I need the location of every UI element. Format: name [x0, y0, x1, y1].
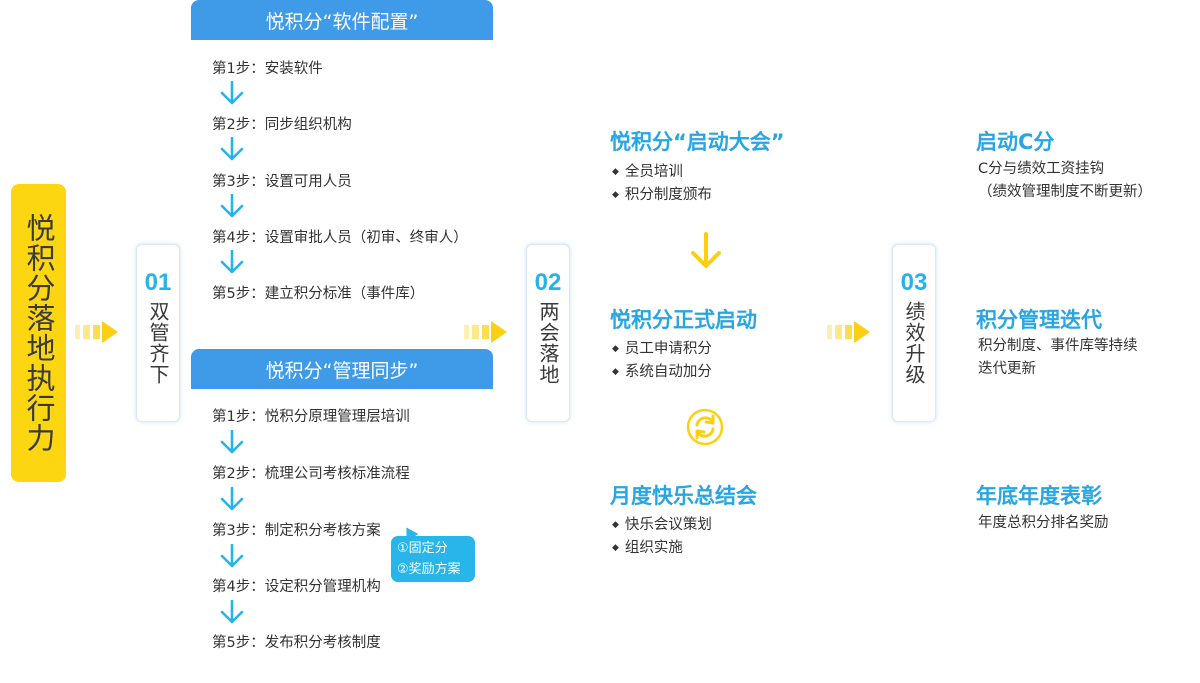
management-step-4: 第4步：设定积分管理机构: [212, 579, 381, 595]
main-title-text: 悦积分落地执行力: [22, 213, 56, 453]
launch-title: 悦积分正式启动: [610, 308, 757, 332]
stage-number: 02: [534, 269, 562, 296]
software-step-5: 第5步：建立积分标准（事件库）: [212, 286, 425, 302]
stage-card-01: 01 双管齐下: [136, 244, 180, 422]
stage-label: 绩效升级: [902, 301, 926, 385]
iteration-title: 积分管理迭代: [976, 308, 1102, 332]
stage-label: 两会落地: [536, 301, 560, 385]
kickoff-title: 悦积分“启动大会”: [610, 130, 785, 154]
stage-label: 双管齐下: [146, 301, 170, 385]
stage-card-02: 02 两会落地: [526, 244, 570, 422]
main-title: 悦积分落地执行力: [11, 184, 66, 482]
cycle-icon: [686, 408, 724, 446]
annual-text: 年度总积分排名奖励: [978, 515, 1109, 531]
software-step-2: 第2步：同步组织机构: [212, 117, 352, 133]
right-arrow-icon: [75, 319, 131, 345]
management-sync-header: 悦积分“管理同步”: [191, 349, 493, 389]
down-arrow-icon: [220, 194, 244, 218]
down-arrow-icon: [220, 137, 244, 161]
management-step-2: 第2步：梳理公司考核标准流程: [212, 466, 410, 482]
stage-number: 03: [900, 269, 928, 296]
monthly-bullet-1: ◆快乐会议策划: [612, 517, 712, 533]
down-arrow-icon: [220, 81, 244, 105]
launch-bullet-2: ◆系统自动加分: [612, 364, 712, 380]
kickoff-bullet-1: ◆全员培训: [612, 164, 683, 180]
monthly-bullet-2: ◆组织实施: [612, 540, 683, 556]
monthly-title: 月度快乐总结会: [610, 484, 757, 508]
launch-bullet-1: ◆员工申请积分: [612, 341, 712, 357]
software-step-1: 第1步：安装软件: [212, 61, 323, 77]
down-arrow-icon: [220, 430, 244, 454]
software-step-4: 第4步：设置审批人员（初审、终审人）: [212, 230, 468, 246]
note-line-2: ②奖励方案: [397, 562, 461, 577]
software-step-3: 第3步：设置可用人员: [212, 174, 352, 190]
management-step-5: 第5步：发布积分考核制度: [212, 635, 381, 651]
down-arrow-icon: [220, 250, 244, 274]
right-arrow-icon: [464, 319, 520, 345]
down-arrow-icon: [220, 544, 244, 568]
note-badge: ①固定分 ②奖励方案: [391, 536, 475, 582]
management-step-3: 第3步：制定积分考核方案: [212, 523, 381, 539]
c-score-title: 启动C分: [976, 130, 1055, 154]
annual-title: 年底年度表彰: [976, 484, 1102, 508]
management-step-1: 第1步：悦积分原理管理层培训: [212, 409, 410, 425]
software-config-header: 悦积分“软件配置”: [191, 0, 493, 40]
c-score-text: C分与绩效工资挂钩 （绩效管理制度不断更新）: [978, 161, 1152, 200]
software-config-header-text: 悦积分“软件配置”: [265, 10, 419, 33]
yellow-down-arrow-icon: [691, 232, 721, 268]
right-arrow-icon: [827, 319, 883, 345]
management-sync-header-text: 悦积分“管理同步”: [265, 359, 419, 382]
iteration-text: 积分制度、事件库等持续 迭代更新: [978, 338, 1138, 377]
stage-number: 01: [144, 269, 172, 296]
stage-card-03: 03 绩效升级: [892, 244, 936, 422]
note-line-1: ①固定分: [397, 541, 448, 556]
kickoff-bullet-2: ◆积分制度颁布: [612, 187, 712, 203]
down-arrow-icon: [220, 487, 244, 511]
down-arrow-icon: [220, 600, 244, 624]
